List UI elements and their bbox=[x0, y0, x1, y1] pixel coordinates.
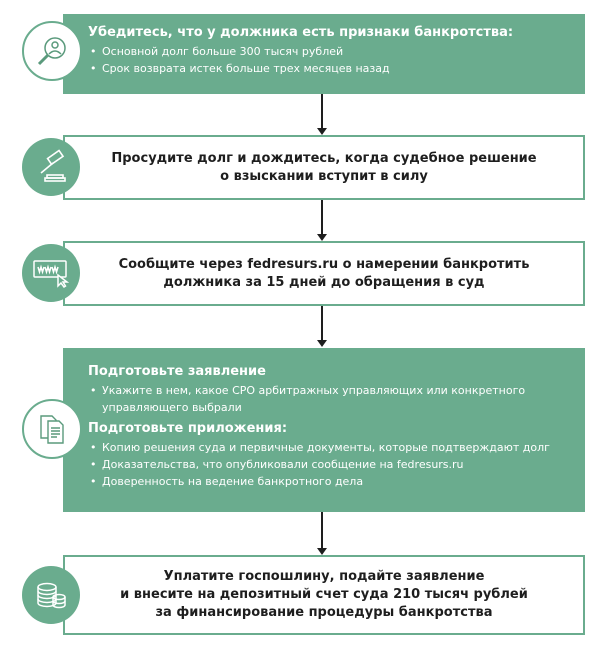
person-magnifier-icon bbox=[37, 37, 66, 66]
step-4-box: Подготовьте заявление Укажите в нем, как… bbox=[63, 348, 585, 512]
step-4-bullet-2-1: Копию решения суда и первичные документы… bbox=[88, 439, 573, 456]
step-2-box: Просудите долг и дождитесь, когда судебн… bbox=[63, 135, 585, 200]
step-4-bullets-1: Укажите в нем, какое СРО арбитражных упр… bbox=[88, 382, 573, 416]
step-1-bullets: Основной долг больше 300 тысяч рублей Ср… bbox=[88, 43, 573, 77]
coins-icon bbox=[37, 582, 66, 609]
step-4-bullet-2-3: Доверенность на ведение банкротного дела bbox=[88, 473, 573, 490]
step-1-bullet-2: Срок возврата истек больше трех месяцев … bbox=[88, 60, 573, 77]
step-1-bullet-1: Основной долг больше 300 тысяч рублей bbox=[88, 43, 573, 60]
step-4-bullet-2-2: Доказательства, что опубликовали сообщен… bbox=[88, 456, 573, 473]
step-4-bullet-1-1: Укажите в нем, какое СРО арбитражных упр… bbox=[88, 382, 573, 416]
step-4-bullets-2: Копию решения суда и первичные документы… bbox=[88, 439, 573, 490]
step-3-line-1: Сообщите через fedresurs.ru о намерении … bbox=[118, 256, 530, 272]
connector-arrow-2 bbox=[321, 200, 323, 235]
step-2-icon-circle bbox=[22, 138, 80, 196]
step-1-box: Убедитесь, что у должника есть признаки … bbox=[63, 14, 585, 94]
documents-icon bbox=[40, 415, 64, 444]
step-5-line-3: за финансирование процедуры банкротства bbox=[155, 605, 493, 620]
step-3-box: Сообщите через fedresurs.ru о намерении … bbox=[63, 241, 585, 306]
connector-arrow-1 bbox=[321, 94, 323, 129]
browser-www-icon bbox=[33, 260, 70, 288]
connector-arrow-4 bbox=[321, 512, 323, 549]
step-2-line-2: о взыскании вступит в силу bbox=[220, 168, 428, 184]
step-2-line-1: Просудите долг и дождитесь, когда судебн… bbox=[111, 150, 537, 166]
connector-arrow-3 bbox=[321, 306, 323, 341]
step-5-line-2: и внесите на депозитный счет суда 210 ты… bbox=[120, 587, 528, 602]
step-3-icon-circle bbox=[22, 244, 80, 302]
gavel-icon bbox=[40, 149, 66, 182]
step-5-line-1: Уплатите госпошлину, подайте заявление bbox=[163, 569, 485, 584]
step-5-icon-circle bbox=[22, 566, 80, 624]
step-5-box: Уплатите госпошлину, подайте заявление и… bbox=[63, 555, 585, 635]
connector-arrow-3-head bbox=[317, 340, 327, 347]
connector-arrow-2-head bbox=[317, 234, 327, 241]
step-4-icon-circle bbox=[22, 399, 82, 459]
step-3-line-2: должника за 15 дней до обращения в суд bbox=[163, 274, 485, 290]
step-4-heading-1: Подготовьте заявление bbox=[88, 364, 266, 379]
step-1-heading: Убедитесь, что у должника есть признаки … bbox=[88, 25, 514, 40]
connector-arrow-1-head bbox=[317, 128, 327, 135]
step-4-heading-2: Подготовьте приложения: bbox=[88, 421, 288, 436]
step-1-icon-circle bbox=[22, 21, 82, 81]
connector-arrow-4-head bbox=[317, 548, 327, 555]
